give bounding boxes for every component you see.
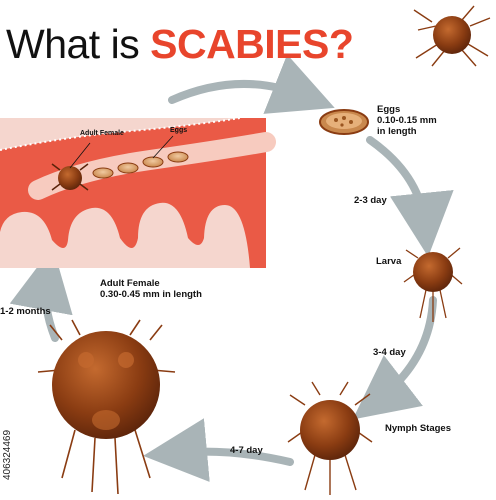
duration-nymph-to-adult: 4-7 day bbox=[230, 445, 263, 456]
page-title: What is SCABIES? bbox=[6, 20, 354, 68]
arrow-to-skin bbox=[9, 246, 73, 342]
eggs-size: 0.10-0.15 mm bbox=[377, 115, 437, 126]
adult-size: 0.30-0.45 mm in length bbox=[100, 289, 202, 300]
watermark-id: 406324469 bbox=[2, 429, 13, 480]
burrow-eggs bbox=[92, 151, 189, 179]
larva-stage-label: Larva bbox=[376, 256, 402, 267]
nymph-icon bbox=[287, 381, 373, 495]
duration-larva-to-nymph: 3-4 day bbox=[373, 347, 406, 358]
adult-stage-label: Adult Female 0.30-0.45 mm in length bbox=[100, 278, 202, 300]
arrow-to-adult bbox=[143, 418, 294, 482]
title-prefix: What is bbox=[6, 21, 140, 67]
burrow-adult-mite bbox=[51, 163, 89, 191]
adult-mite-icon bbox=[37, 319, 176, 495]
arrow-to-eggs bbox=[168, 54, 335, 114]
egg-icon bbox=[319, 109, 369, 135]
adult-name: Adult Female bbox=[100, 278, 160, 289]
cycle-arrows bbox=[9, 54, 454, 482]
panel-label-adult-female: Adult Female bbox=[80, 130, 124, 137]
eggs-stage-label: Eggs 0.10-0.15 mm in length bbox=[377, 104, 437, 137]
nymph-stage-label: Nymph Stages bbox=[385, 423, 451, 434]
panel-label-eggs: Eggs bbox=[170, 127, 188, 134]
duration-adult-to-eggs: 1-2 months bbox=[0, 306, 51, 317]
title-highlight: SCABIES? bbox=[150, 21, 354, 67]
skin-cross-section bbox=[0, 117, 276, 268]
duration-eggs-to-larva: 2-3 day bbox=[354, 195, 387, 206]
arrow-to-nymph bbox=[352, 296, 437, 420]
arrow-to-larva bbox=[366, 136, 454, 257]
larva-icon bbox=[403, 247, 463, 322]
eggs-name: Eggs bbox=[377, 104, 401, 115]
mite-icon bbox=[413, 5, 491, 67]
eggs-unit: in length bbox=[377, 126, 417, 137]
